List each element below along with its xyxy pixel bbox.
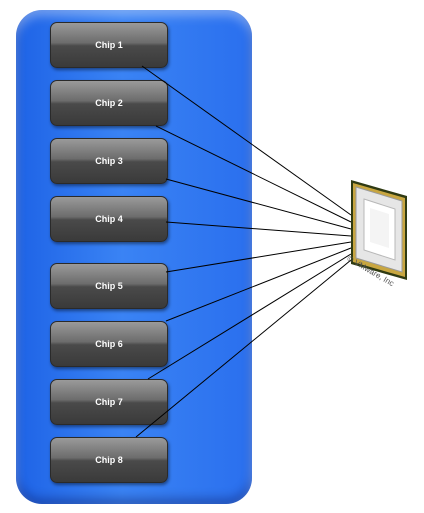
- chip-8: Chip 8: [50, 437, 168, 483]
- chip-8-label: Chip 8: [95, 455, 123, 465]
- chip-3-label: Chip 3: [95, 156, 123, 166]
- chip-7-label: Chip 7: [95, 397, 123, 407]
- chip-4-label: Chip 4: [95, 214, 123, 224]
- wire-chip-2: [155, 125, 352, 223]
- wire-chip-5: [165, 241, 352, 273]
- wire-chip-4: [165, 221, 352, 237]
- chip-1-label: Chip 1: [95, 40, 123, 50]
- chip-5-label: Chip 5: [95, 281, 123, 291]
- chip-4: Chip 4: [50, 196, 168, 242]
- chip-3: Chip 3: [50, 138, 168, 184]
- wire-chip-8: [135, 259, 352, 438]
- processor-icon: [351, 180, 407, 280]
- wire-chip-7: [147, 253, 352, 380]
- chip-1: Chip 1: [50, 22, 168, 68]
- chip-5: Chip 5: [50, 263, 168, 309]
- chip-2-label: Chip 2: [95, 98, 123, 108]
- wire-chip-6: [165, 247, 352, 322]
- wire-chip-1: [141, 65, 352, 216]
- wire-chip-3: [165, 178, 352, 230]
- chip-6: Chip 6: [50, 321, 168, 367]
- chip-7: Chip 7: [50, 379, 168, 425]
- chip-2: Chip 2: [50, 80, 168, 126]
- chip-6-label: Chip 6: [95, 339, 123, 349]
